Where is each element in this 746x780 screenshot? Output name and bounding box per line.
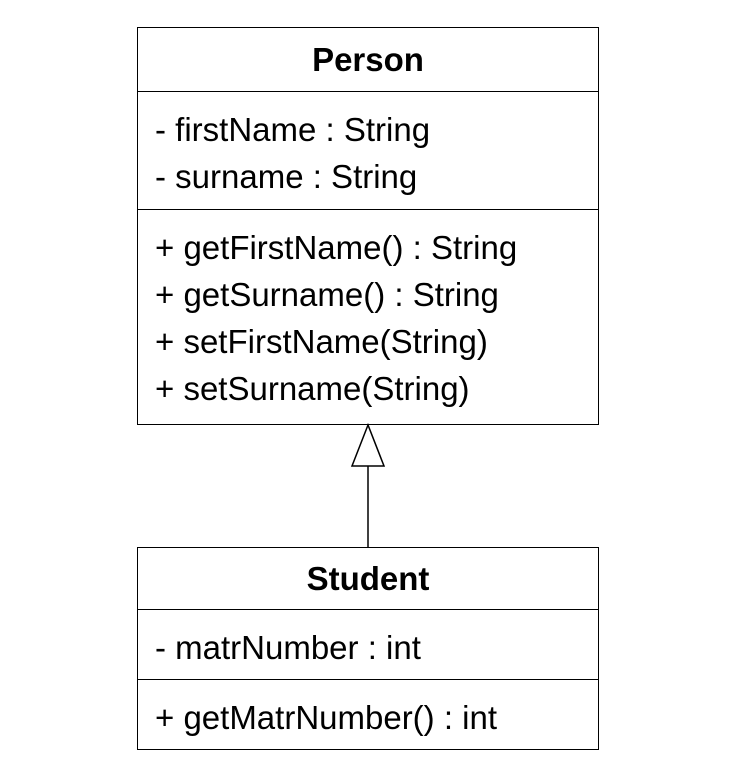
person-operation-setfirstname: + setFirstName(String) [155,323,488,360]
student-operations: + getMatrNumber() : int [138,680,598,741]
person-operation-getsurname: + getSurname() : String [155,276,499,313]
student-class-box: Student - matrNumber : int + getMatrNumb… [137,547,599,750]
person-attribute-firstname: - firstName : String [155,111,431,148]
student-operation-getmatrnumber: + getMatrNumber() : int [155,699,498,736]
person-operation-getfirstname: + getFirstName() : String [155,229,518,266]
student-attributes: - matrNumber : int [138,610,598,680]
person-operations: + getFirstName() : String + getSurname()… [138,210,598,412]
person-attributes: - firstName : String - surname : String [138,92,598,210]
person-class-box: Person - firstName : String - surname : … [137,27,599,425]
person-attribute-surname: - surname : String [155,158,418,195]
student-class-name: Student [138,548,598,610]
person-operation-setsurname: + setSurname(String) [155,370,470,407]
student-attribute-matrnumber: - matrNumber : int [155,629,421,666]
inheritance-arrowhead [350,422,386,467]
person-class-name: Person [138,28,598,92]
